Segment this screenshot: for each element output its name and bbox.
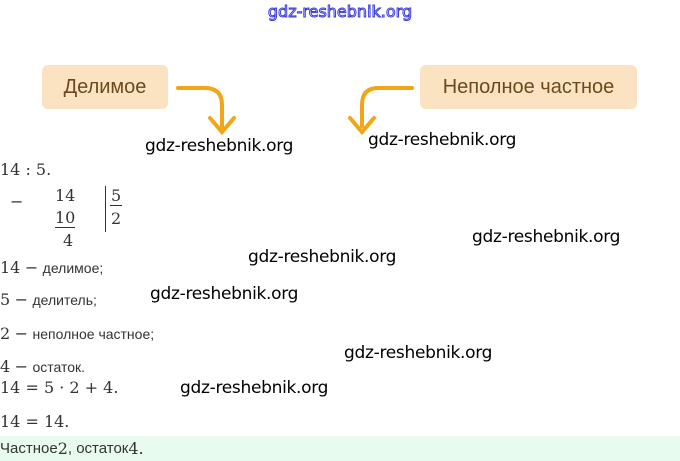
answer-remainder: 4.: [128, 439, 144, 458]
term-text: делитель;: [32, 292, 97, 308]
watermark: gdz-reshebnik.org: [248, 247, 397, 267]
watermark: gdz-reshebnik.org: [150, 284, 299, 304]
problem: 14 : 5.: [0, 160, 52, 179]
ld-dividend: 14: [55, 186, 76, 205]
division-bar: [105, 186, 106, 232]
term-row: 5 − делитель;: [0, 290, 97, 310]
ld-remainder: 4: [63, 231, 74, 250]
term-dash: −: [24, 258, 39, 277]
term-row: 14 − делимое;: [0, 258, 103, 278]
minus-sign: −: [10, 192, 24, 211]
term-row: 4 − остаток.: [0, 357, 85, 377]
dividend-tag: Делимое: [42, 65, 168, 109]
watermark: gdz-reshebnik.org: [180, 378, 329, 398]
term-number: 2: [0, 324, 11, 343]
answer-box: Частное 2, остаток 4.: [0, 436, 680, 461]
term-dash: −: [14, 324, 29, 343]
term-text: неполное частное;: [32, 326, 155, 342]
answer-text: Частное: [0, 440, 58, 457]
watermark: gdz-reshebnik.org: [344, 343, 493, 363]
term-number: 5: [0, 290, 11, 309]
check-equation: 14 = 5 · 2 + 4.: [0, 378, 119, 397]
ld-subtracted: 10: [55, 208, 76, 228]
term-row: 2 − неполное частное;: [0, 324, 154, 344]
term-text: делимое;: [42, 260, 104, 276]
answer-text: , остаток: [67, 440, 129, 457]
check-result: 14 = 14.: [0, 412, 70, 431]
site-watermark: gdz-reshebnik.org: [267, 2, 413, 22]
term-text: остаток.: [32, 359, 86, 375]
ld-divisor: 5: [110, 186, 123, 206]
watermark: gdz-reshebnik.org: [145, 136, 294, 156]
partial-quotient-tag: Неполное частное: [420, 65, 637, 109]
term-number: 4: [0, 357, 11, 376]
ld-quotient: 2: [111, 209, 122, 228]
term-dash: −: [14, 290, 29, 309]
term-number: 14: [0, 258, 21, 277]
arrow-right-down-icon: [176, 86, 236, 136]
term-dash: −: [14, 357, 29, 376]
watermark: gdz-reshebnik.org: [472, 227, 621, 247]
watermark: gdz-reshebnik.org: [368, 130, 517, 150]
arrow-left-down-icon: [348, 86, 414, 136]
answer-quotient: 2: [57, 439, 68, 458]
